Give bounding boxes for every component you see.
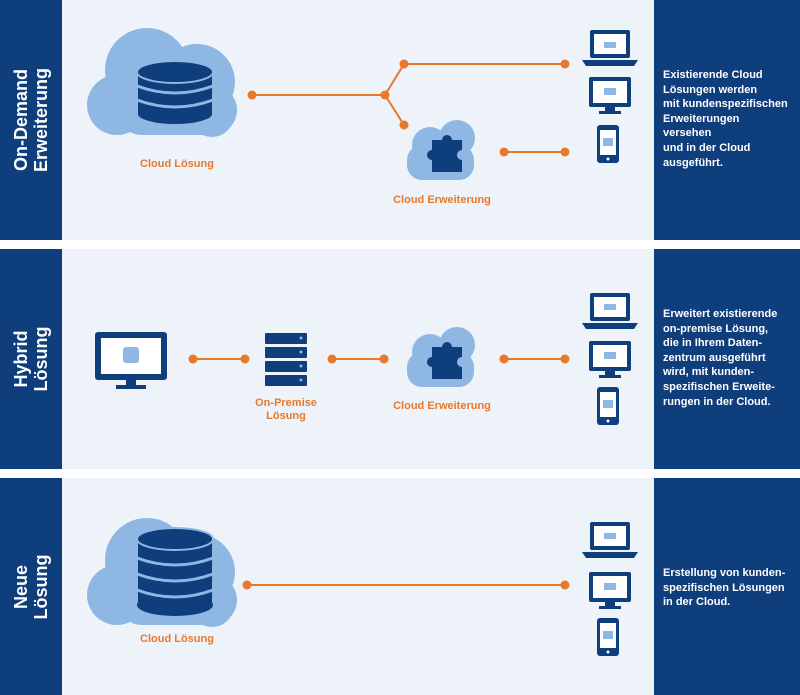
monitor-icon	[589, 572, 631, 609]
diagram-new-solution: Cloud Lösung	[62, 478, 654, 695]
laptop-icon	[582, 293, 638, 329]
connector-lines	[188, 354, 570, 364]
connector-lines	[247, 59, 570, 157]
description-panel-new: Erstellung von kunden- spezifischen Lösu…	[654, 478, 800, 695]
cloud-solution-label: Cloud Lösung	[140, 158, 214, 170]
diagram-hybrid: On-Premise Lösung Cloud Erweiterung	[62, 249, 654, 469]
on-premise-label: On-Premise Lösung	[255, 397, 317, 422]
cloud-puzzle-icon	[407, 327, 475, 387]
laptop-icon	[582, 30, 638, 66]
connector-lines	[242, 580, 570, 590]
laptop-icon	[582, 522, 638, 558]
desktop-database-icon	[95, 332, 167, 389]
diagram-on-demand: Cloud Lösung Cloud Erweiterung	[62, 0, 654, 240]
brand-logo: SERKEM.	[722, 675, 794, 690]
description-panel-on-demand: Existierende Cloud Lösungen werden mit k…	[654, 0, 800, 240]
smartphone-icon	[597, 618, 619, 656]
smartphone-icon	[597, 125, 619, 163]
description-text: Erstellung von kunden- spezifischen Lösu…	[663, 567, 786, 609]
brand-mark-icon	[722, 675, 737, 690]
brand-name: SERKEM.	[740, 677, 794, 689]
description-text: Existierende Cloud Lösungen werden mit k…	[663, 69, 788, 169]
side-label-on-demand: On-Demand Erweiterung	[0, 0, 62, 240]
monitor-icon	[589, 341, 631, 378]
cloud-extension-label: Cloud Erweiterung	[393, 400, 491, 412]
section-hybrid: Hybrid Lösung	[0, 249, 800, 469]
cloud-solution-label: Cloud Lösung	[140, 633, 214, 645]
monitor-icon	[589, 77, 631, 114]
side-label-hybrid: Hybrid Lösung	[0, 249, 62, 469]
cloud-database-icon	[87, 518, 237, 627]
smartphone-icon	[597, 387, 619, 425]
side-label-new: Neue Lösung	[0, 478, 62, 695]
cloud-database-icon	[87, 28, 237, 137]
description-text: Erweitert existierende on-premise Lösung…	[663, 308, 778, 408]
section-on-demand: On-Demand Erweiterung	[0, 0, 800, 240]
server-rack-icon	[265, 333, 307, 386]
section-new-solution: Neue Lösung	[0, 478, 800, 695]
cloud-puzzle-icon	[407, 120, 475, 180]
cloud-extension-label: Cloud Erweiterung	[393, 194, 491, 206]
description-panel-hybrid: Erweitert existierende on-premise Lösung…	[654, 249, 800, 469]
